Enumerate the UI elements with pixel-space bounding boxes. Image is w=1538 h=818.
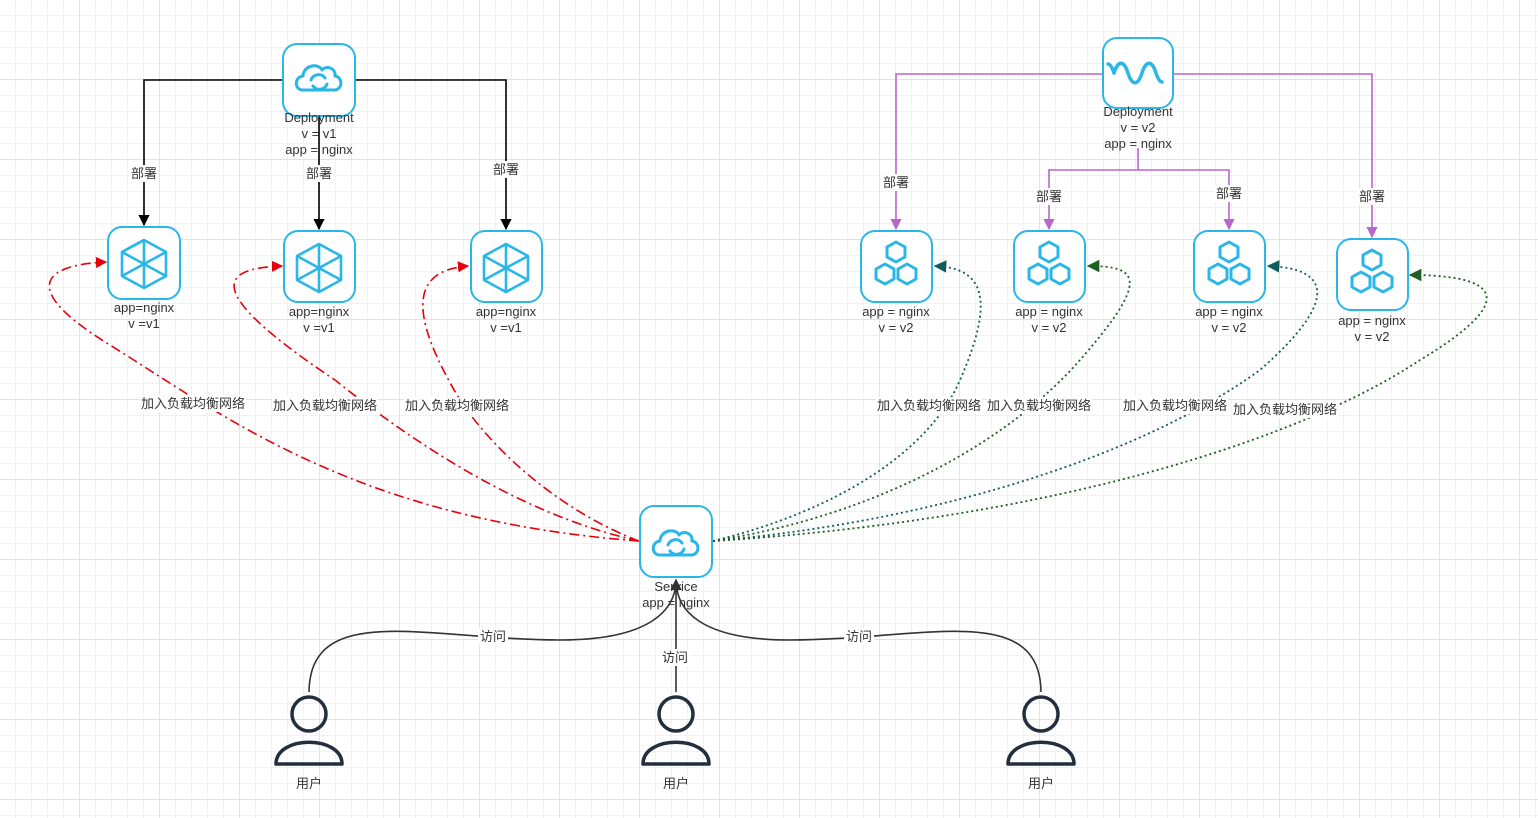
pod-v1-1-label-2: v =v1: [128, 316, 159, 331]
cube-icon: [482, 242, 530, 294]
deployment-v1-label-1: Deployment: [284, 110, 354, 125]
edge-lb-v2-pod2[interactable]: [712, 259, 1131, 542]
user-2-label: 用户: [663, 776, 689, 791]
pod-v2-2-box: [1013, 230, 1086, 303]
pod-v1-2-label-2: v =v1: [303, 320, 334, 335]
edge-lb-v1-pod3[interactable]: [422, 261, 640, 542]
edge-lb-v2-pod1[interactable]: [712, 260, 982, 542]
edge-label-deploy: 部署: [131, 166, 157, 181]
edge-label-lb: 加入负载均衡网络: [141, 396, 245, 411]
deployment-v1-box: [282, 43, 356, 117]
pod-v1-2-label-1: app=nginx: [289, 304, 350, 319]
deployment-v1-label-2: v = v1: [301, 126, 336, 141]
edge-label-access: 访问: [480, 629, 506, 644]
service-box: [639, 505, 713, 578]
pod-v2-3-label-2: v = v2: [1211, 320, 1246, 335]
wave-icon: [1106, 61, 1164, 85]
edge-lb-v2-pod3[interactable]: [712, 260, 1318, 542]
pod-v2-2[interactable]: app = nginx v = v2: [1013, 230, 1086, 335]
edge-label-access: 访问: [662, 650, 688, 665]
pod-v2-4-label-1: app = nginx: [1338, 313, 1406, 328]
deployment-v2-node[interactable]: Deployment v = v2 app = nginx: [1102, 37, 1174, 151]
pod-v1-1[interactable]: app=nginx v =v1: [107, 226, 181, 331]
edge-label-access: 访问: [846, 629, 872, 644]
edge-labels: 部署 部署 部署 部署 部署 部署 部署 加入负载均衡网络 加入负载均衡网络 加…: [129, 161, 1387, 666]
edge-label-deploy: 部署: [1216, 186, 1242, 201]
edge-lb-v1-pod2[interactable]: [233, 260, 640, 542]
edge-label-lb: 加入负载均衡网络: [877, 398, 981, 413]
pod-v2-1-box: [860, 230, 933, 303]
cloud-refresh-icon: [651, 529, 700, 557]
service-label-2: app = nginx: [642, 595, 710, 610]
edge-deploy-v1-pod3[interactable]: [355, 79, 512, 231]
pod-v1-2[interactable]: app=nginx v =v1: [283, 230, 356, 335]
edge-label-lb: 加入负载均衡网络: [987, 398, 1091, 413]
cloud-refresh-icon: [294, 64, 343, 92]
user-1[interactable]: 用户: [274, 695, 344, 791]
pod-v2-1[interactable]: app = nginx v = v2: [860, 230, 933, 335]
edge-label-deploy: 部署: [493, 162, 519, 177]
service-label-1: Service: [654, 579, 697, 594]
user-icon: [641, 695, 711, 766]
pod-v2-4-box: [1336, 238, 1409, 311]
pod-v2-4-label-2: v = v2: [1354, 329, 1389, 344]
pod-v2-2-label-2: v = v2: [1031, 320, 1066, 335]
deployment-v2-label-1: Deployment: [1103, 104, 1173, 119]
edge-label-deploy: 部署: [1036, 189, 1062, 204]
edge-label-deploy: 部署: [883, 175, 909, 190]
hexagons-icon: [1350, 248, 1394, 294]
edge-label-deploy: 部署: [306, 166, 332, 181]
service-node[interactable]: Service app = nginx: [639, 505, 713, 610]
edge-deploy-v2-pod4[interactable]: [1173, 73, 1378, 239]
cube-icon: [295, 242, 343, 294]
pod-v2-2-label-1: app = nginx: [1015, 304, 1083, 319]
hexagons-icon: [874, 240, 918, 286]
pod-v2-3[interactable]: app = nginx v = v2: [1193, 230, 1266, 335]
pod-v1-3-label-1: app=nginx: [476, 304, 537, 319]
pod-v2-1-label-2: v = v2: [878, 320, 913, 335]
edge-label-deploy: 部署: [1359, 189, 1385, 204]
edge-deploy-v2-pod1[interactable]: [890, 73, 1103, 231]
hexagons-icon: [1027, 240, 1071, 286]
edge-lb-v1-pod1[interactable]: [48, 256, 640, 542]
user-2[interactable]: 用户: [641, 695, 711, 791]
edge-deploy-v2-pod3[interactable]: [1138, 169, 1235, 231]
hexagons-icon: [1207, 240, 1251, 286]
user-1-label: 用户: [296, 776, 322, 791]
cube-icon: [120, 238, 168, 290]
pod-v2-3-label-1: app = nginx: [1195, 304, 1263, 319]
edge-label-lb: 加入负载均衡网络: [1123, 398, 1227, 413]
user-icon: [274, 695, 344, 766]
edge-label-lb: 加入负载均衡网络: [1233, 402, 1337, 417]
deployment-v1-label-3: app = nginx: [285, 142, 353, 157]
user-3-label: 用户: [1028, 776, 1054, 791]
deployment-v2-box: [1102, 37, 1174, 109]
deployment-v2-label-2: v = v2: [1120, 120, 1155, 135]
pod-v1-1-label-1: app=nginx: [114, 300, 175, 315]
edge-deploy-v1-pod1[interactable]: [138, 79, 283, 227]
edge-label-lb: 加入负载均衡网络: [405, 398, 509, 413]
deployment-v2-label-3: app = nginx: [1104, 136, 1172, 151]
pod-v1-3[interactable]: app=nginx v =v1: [470, 230, 543, 335]
pod-v2-4[interactable]: app = nginx v = v2: [1336, 238, 1409, 344]
pod-v1-3-label-2: v =v1: [490, 320, 521, 335]
user-3[interactable]: 用户: [1006, 695, 1076, 791]
edge-access-user3[interactable]: [670, 578, 1042, 693]
deployment-v1-node[interactable]: Deployment v = v1 app = nginx: [282, 43, 356, 157]
user-icon: [1006, 695, 1076, 766]
pod-v2-1-label-1: app = nginx: [862, 304, 930, 319]
edge-access-user1[interactable]: [308, 578, 682, 693]
edges-access: [308, 578, 1042, 693]
edge-label-lb: 加入负载均衡网络: [273, 398, 377, 413]
pod-v2-3-box: [1193, 230, 1266, 303]
edges-lb-v2: [712, 259, 1488, 542]
edges-lb-v1: [48, 256, 640, 542]
